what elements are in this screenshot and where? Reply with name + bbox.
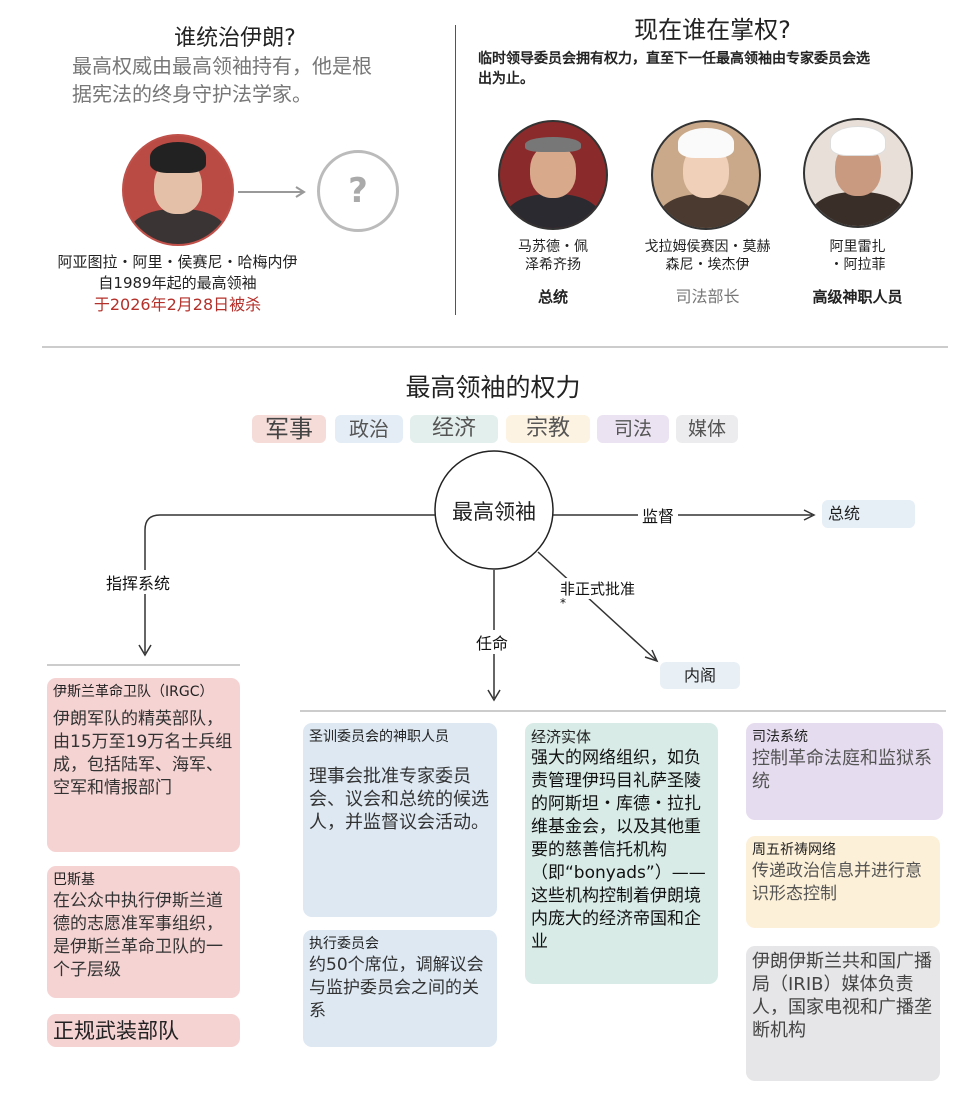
leader-caption: 阿亚图拉・阿里・侯赛尼・哈梅内伊 自1989年起的最高领袖 于2026年2月28… (40, 252, 315, 315)
cabinet-node: 内阁 (660, 662, 740, 689)
member-role: 司法部长 (675, 287, 740, 306)
who-holds-power-title: 现在谁在掌权? (634, 16, 791, 44)
irib-box: 伊朗伊斯兰共和国广播局（IRIB）媒体负责人，国家电视和广播垄断机构 (746, 946, 940, 1081)
member-arafi: 阿里雷扎・阿拉菲 高级神职人员 (795, 238, 920, 306)
expediency-council-box: 执行委员会 约50个席位，调解议会与监护委员会之间的关系 (303, 930, 497, 1047)
economic-entities-box: 经济实体 强大的网络组织，如负责管理伊玛目礼萨圣陵的阿斯坦・库德・拉扎维基金会，… (525, 723, 718, 984)
guardian-council-box: 圣训委员会的神职人员 理事会批准专家委员会、议会和总统的候选人，并监督议会活动。 (303, 723, 497, 917)
edge-label-appoint: 任命 (476, 630, 509, 654)
member-pezeshkian: 马苏德・佩泽希齐扬 总统 (488, 238, 618, 306)
member-name: 戈拉姆侯赛因・莫赫 (644, 239, 771, 255)
box-title: 巴斯基 (53, 872, 95, 888)
tag-military: 军事 (252, 415, 326, 443)
member-name: 泽希齐扬 (525, 257, 581, 273)
box-body: 传递政治信息并进行意识形态控制 (752, 861, 922, 904)
box-body: 强大的网络组织，如负责管理伊玛目礼萨圣陵的阿斯坦・库德・拉扎维基金会，以及其他重… (531, 748, 706, 952)
member-role: 高级神职人员 (812, 288, 903, 306)
judiciary-box: 司法系统 控制革命法庭和监狱系统 (746, 723, 943, 820)
succession-arrow-icon (238, 186, 306, 198)
tag-religion: 宗教 (506, 415, 590, 443)
supreme-leader-node: 最高领袖 (452, 500, 536, 524)
ejei-portrait (651, 120, 761, 230)
tag-judiciary: 司法 (597, 415, 669, 443)
pezeshkian-portrait (498, 120, 608, 230)
basij-box: 巴斯基 在公众中执行伊斯兰道德的志愿准军事组织，是伊斯兰革命卫队的一个子层级 (47, 866, 240, 998)
section-divider (42, 346, 948, 348)
box-title: 司法系统 (752, 729, 808, 745)
member-role: 总统 (537, 288, 568, 306)
box-title: 经济实体 (531, 728, 592, 746)
leader-name: 阿亚图拉・阿里・侯赛尼・哈梅内伊 (57, 253, 298, 271)
president-node: 总统 (822, 500, 915, 528)
box-body: 伊朗军队的精英部队，由15万至19万名士兵组成，包括陆军、海军、空军和情报部门 (53, 709, 233, 798)
box-body: 控制革命法庭和监狱系统 (752, 748, 932, 792)
khamenei-portrait (122, 134, 234, 246)
box-title: 圣训委员会的神职人员 (309, 729, 449, 745)
member-name: 阿里雷扎 (829, 239, 886, 255)
box-body: 约50个席位，调解议会与监护委员会之间的关系 (309, 955, 484, 1021)
unknown-successor-icon: ? (317, 150, 399, 232)
powers-title: 最高领袖的权力 (405, 373, 581, 402)
member-name: 森尼・埃杰伊 (665, 257, 750, 273)
who-rules-subtitle: 最高权威由最高领袖持有，他是根 据宪法的终身守护法学家。 (72, 52, 372, 108)
arafi-portrait (803, 118, 913, 228)
edge-label-oversee: 监督 (638, 503, 679, 527)
subtitle-line: 出为止。 (478, 71, 534, 87)
box-title: 执行委员会 (309, 936, 379, 952)
edge-label-command: 指挥系统 (106, 570, 171, 594)
box-title: 伊斯兰革命卫队（IRGC） (53, 684, 214, 700)
tag-media: 媒体 (676, 415, 738, 443)
who-holds-power-subtitle: 临时领导委员会拥有权力，直至下一任最高领袖由专家委员会选 出为止。 (478, 49, 870, 89)
irgc-box: 伊斯兰革命卫队（IRGC） 伊朗军队的精英部队，由15万至19万名士兵组成，包括… (47, 678, 240, 852)
member-name: 马苏德・佩 (518, 239, 588, 255)
subtitle-line: 据宪法的终身守护法学家。 (72, 82, 312, 106)
regular-forces-box: 正规武装部队 (47, 1014, 240, 1047)
tag-politics: 政治 (335, 415, 403, 443)
member-ejei: 戈拉姆侯赛因・莫赫森尼・埃杰伊 司法部长 (635, 238, 780, 306)
edge-label-informal: 非正式批准 (560, 578, 636, 599)
subtitle-line: 临时领导委员会拥有权力，直至下一任最高领袖由专家委员会选 (478, 51, 870, 67)
tag-economy: 经济 (410, 415, 498, 443)
edge-label-informal-note: * (560, 596, 566, 610)
box-body: 理事会批准专家委员会、议会和总统的候选人，并监督议会活动。 (309, 766, 489, 833)
divider (455, 25, 456, 315)
member-name: ・阿拉菲 (829, 257, 886, 273)
box-body: 在公众中执行伊斯兰道德的志愿准军事组织，是伊斯兰革命卫队的一个子层级 (53, 891, 223, 980)
friday-prayer-box: 周五祈祷网络 传递政治信息并进行意识形态控制 (746, 836, 940, 928)
who-rules-title: 谁统治伊朗? (174, 26, 296, 51)
box-title: 周五祈祷网络 (752, 842, 836, 858)
leader-fate: 于2026年2月28日被杀 (93, 295, 262, 314)
leader-since: 自1989年起的最高领袖 (98, 274, 257, 292)
subtitle-line: 最高权威由最高领袖持有，他是根 (72, 54, 372, 78)
